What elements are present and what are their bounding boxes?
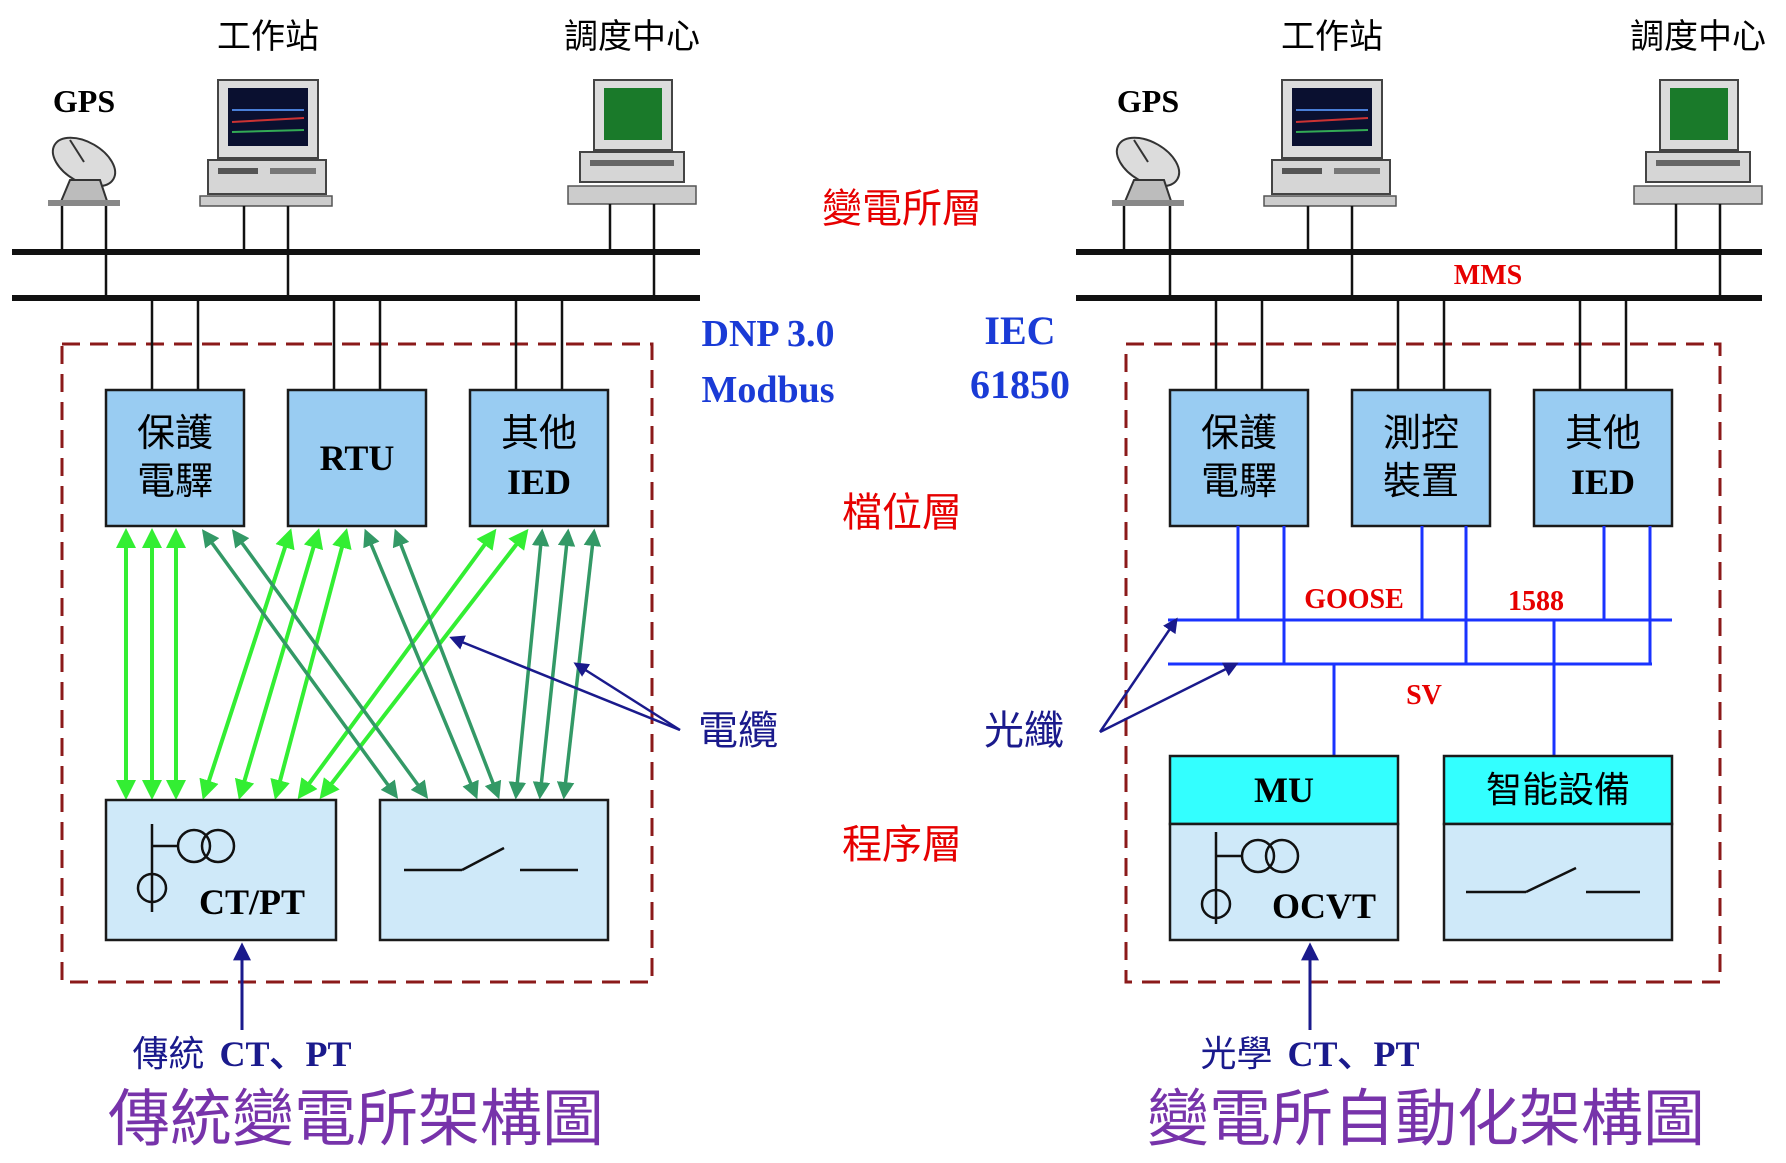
right-source-label: 光學 CT、PT bbox=[1200, 1034, 1419, 1075]
left-other-ied-box bbox=[468, 388, 610, 528]
current-transformer-icon bbox=[136, 824, 236, 912]
left-dashed-boundary bbox=[60, 342, 654, 984]
cable-pointer-arrows bbox=[449, 635, 681, 732]
left-gps-label: GPS bbox=[53, 83, 115, 119]
left-cable-arrows-green bbox=[116, 528, 529, 800]
mu-label: MU bbox=[1254, 770, 1314, 810]
right-workstation-label: 工作站 bbox=[1281, 18, 1383, 56]
left-protection-relay-box bbox=[104, 388, 246, 528]
optical-transformer-icon bbox=[1200, 832, 1300, 924]
left-ctpt-label: CT/PT bbox=[199, 882, 305, 922]
left-source-prefix: 傳統 bbox=[132, 1034, 204, 1075]
left-cable-label: 電纜 bbox=[698, 708, 778, 754]
bay-layer-label: 檔位層 bbox=[842, 490, 962, 536]
right-relay-line2: 電驛 bbox=[1201, 459, 1277, 503]
right-diagram-title: 變電所自動化架構圖 bbox=[1147, 1082, 1705, 1155]
right-control-line2: 裝置 bbox=[1383, 459, 1459, 503]
dispatch-computer-icon bbox=[567, 79, 697, 205]
left-source-label: 傳統 CT、PT bbox=[132, 1034, 351, 1075]
right-gps-label: GPS bbox=[1117, 83, 1179, 119]
layer-labels: 變電所層 檔位層 程序層 bbox=[822, 186, 982, 868]
left-workstation-label: 工作站 bbox=[217, 18, 319, 56]
satellite-dish-icon bbox=[48, 136, 120, 206]
dispatch-computer-icon-right bbox=[1633, 79, 1763, 205]
station-layer-label: 變電所層 bbox=[822, 186, 982, 232]
left-protocol-line2: Modbus bbox=[701, 369, 834, 411]
left-other-ied-line1: 其他 bbox=[501, 411, 577, 455]
right-source-prefix: 光學 bbox=[1200, 1034, 1272, 1075]
right-other-ied-line2: IED bbox=[1571, 462, 1635, 502]
right-dashed-boundary bbox=[1124, 342, 1722, 984]
right-control-line1: 測控 bbox=[1383, 411, 1459, 455]
breaker-switch-icon bbox=[404, 846, 578, 872]
left-diagram-title: 傳統變電所架構圖 bbox=[108, 1082, 604, 1155]
left-other-ied-line2: IED bbox=[507, 462, 571, 502]
ocvt-box bbox=[1168, 822, 1400, 942]
left-source-suffix: CT、PT bbox=[220, 1034, 352, 1074]
left-relay-line2: 電驛 bbox=[137, 459, 213, 503]
process-layer-label: 程序層 bbox=[842, 822, 962, 868]
ptp-1588-label: 1588 bbox=[1508, 586, 1564, 617]
fiber-pointer-arrows bbox=[1098, 617, 1239, 734]
right-relay-line1: 保護 bbox=[1201, 411, 1277, 455]
smart-device-label: 智能設備 bbox=[1486, 770, 1630, 811]
right-other-ied-line1: 其他 bbox=[1565, 411, 1641, 455]
goose-label: GOOSE bbox=[1304, 584, 1404, 615]
ocvt-label: OCVT bbox=[1272, 886, 1376, 926]
workstation-computer-icon bbox=[199, 79, 333, 207]
smart-device-body-box bbox=[1442, 822, 1674, 942]
breaker-switch-icon-right bbox=[1466, 866, 1640, 894]
right-bay-drops bbox=[1214, 298, 1628, 390]
left-rtu-box bbox=[286, 388, 428, 528]
right-source-suffix: CT、PT bbox=[1288, 1034, 1420, 1074]
mms-label: MMS bbox=[1454, 260, 1522, 291]
fiber-process-bus bbox=[1168, 526, 1672, 756]
satellite-dish-icon-right bbox=[1112, 136, 1184, 206]
left-relay-line1: 保護 bbox=[137, 411, 213, 455]
right-dispatch-label: 調度中心 bbox=[1630, 18, 1766, 56]
left-protocol-line1: DNP 3.0 bbox=[702, 313, 835, 355]
right-protocol-line1: IEC bbox=[984, 308, 1055, 353]
left-bay-drops bbox=[150, 298, 564, 390]
left-panel: GPS 工作站 調度中心 bbox=[12, 18, 835, 1155]
left-rtu-label: RTU bbox=[320, 438, 395, 478]
right-panel: GPS 工作站 調度中心 bbox=[970, 18, 1766, 1155]
right-protocol-line2: 61850 bbox=[970, 362, 1070, 407]
sv-label: SV bbox=[1406, 680, 1442, 711]
left-dispatch-label: 調度中心 bbox=[564, 18, 700, 56]
workstation-computer-icon-right bbox=[1263, 79, 1397, 207]
left-ctpt-box bbox=[104, 798, 338, 942]
fiber-label: 光纖 bbox=[984, 708, 1064, 754]
